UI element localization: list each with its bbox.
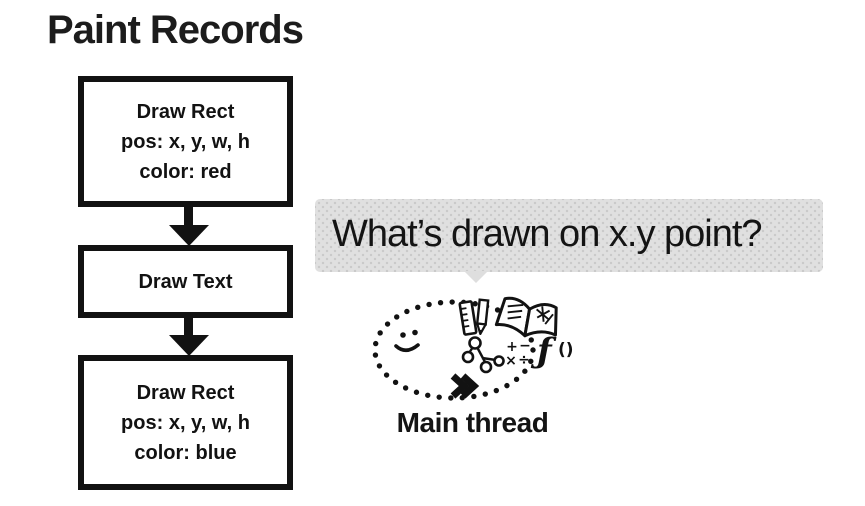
main-thread-label: Main thread — [396, 407, 549, 438]
flow-arrow-head — [169, 225, 209, 246]
open-book-icon — [494, 296, 558, 338]
pencil-icon — [475, 298, 490, 336]
dotted-loop-icon — [372, 299, 536, 401]
math-symbols-icon: + − × ÷ — [505, 338, 531, 369]
flow-arrow-stem — [184, 206, 193, 230]
svg-text:×: × — [505, 353, 517, 369]
flow-box-draw-rect-blue: Draw Rect pos: x, y, w, h color: blue — [78, 355, 293, 490]
speech-bubble-text: What’s drawn on x.y point? — [332, 212, 763, 255]
flow-box-line: pos: x, y, w, h — [121, 130, 250, 153]
flow-box-draw-text: Draw Text — [78, 245, 293, 318]
speech-bubble-tail — [464, 271, 488, 283]
flow-arrow-head — [169, 335, 209, 356]
page-title: Paint Records — [47, 8, 304, 52]
svg-text:÷: ÷ — [518, 352, 530, 368]
smiley-face-icon — [394, 329, 420, 353]
flow-box-line: Draw Text — [138, 270, 233, 293]
svg-text:+: + — [506, 339, 518, 355]
flow-box-line: color: red — [139, 160, 232, 183]
flow-box-line: color: blue — [134, 441, 237, 464]
svg-text:(): () — [558, 340, 574, 360]
main-thread-doodle: + − × ÷ ƒ () — [372, 296, 574, 401]
speech-bubble: What’s drawn on x.y point? — [315, 199, 823, 272]
flow-box-line: Draw Rect — [136, 100, 235, 123]
ruler-icon — [458, 300, 478, 336]
flow-box-draw-rect-red: Draw Rect pos: x, y, w, h color: red — [78, 76, 293, 207]
chevron-arrow-icon — [450, 373, 480, 399]
svg-text:−: − — [519, 338, 531, 354]
flow-box-line: pos: x, y, w, h — [121, 411, 250, 434]
function-icon: ƒ () — [530, 331, 574, 371]
tree-graph-icon — [461, 336, 505, 374]
flow-arrow-stem — [184, 317, 193, 339]
flow-box-line: Draw Rect — [136, 381, 235, 404]
